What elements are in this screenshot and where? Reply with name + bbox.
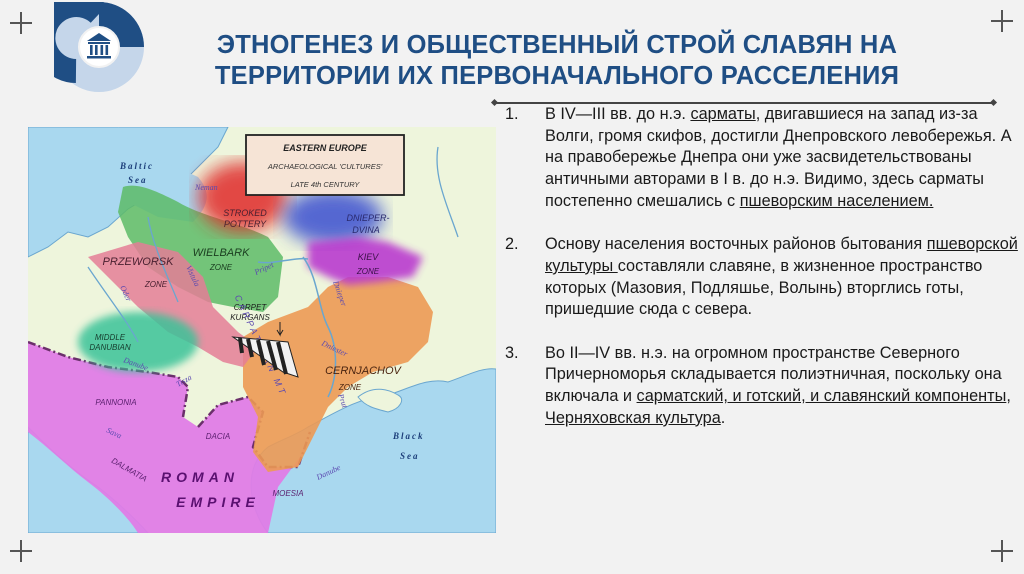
svg-text:ZONE: ZONE — [356, 267, 380, 276]
svg-text:STROKED: STROKED — [223, 208, 267, 218]
divider — [494, 102, 994, 104]
page-title: ЭТНОГЕНЕЗ И ОБЩЕСТВЕННЫЙ СТРОЙ СЛАВЯН НА… — [172, 30, 942, 92]
svg-text:Sea: Sea — [400, 451, 420, 461]
link-components[interactable]: сарматский, и готский, и славянский комп… — [636, 387, 1007, 406]
link-sarmaty[interactable]: сарматы — [690, 105, 756, 123]
wielbark-label: WIELBARK — [193, 247, 251, 259]
legend-title: EASTERN EUROPE — [283, 143, 368, 153]
title-line-2: ТЕРРИТОРИИ ИХ ПЕРВОНАЧАЛЬНОГО РАССЕЛЕНИЯ — [214, 62, 900, 90]
svg-text:POTTERY: POTTERY — [224, 219, 267, 229]
svg-text:ZONE: ZONE — [338, 383, 362, 392]
svg-text:Sea: Sea — [128, 175, 148, 185]
cernjachov-label: CERNJACHOV — [325, 365, 402, 377]
svg-text:ZONE: ZONE — [209, 263, 233, 272]
svg-text:DACIA: DACIA — [206, 432, 230, 441]
przeworsk-label: PRZEWORSK — [103, 256, 175, 268]
black-sea-label: Black — [392, 431, 425, 441]
link-pshevorsk-population[interactable]: пшеворским населением. — [739, 191, 934, 210]
svg-text:DANUBIAN: DANUBIAN — [89, 343, 131, 352]
svg-text:PANNONIA: PANNONIA — [95, 398, 136, 407]
svg-text:DVINA: DVINA — [352, 225, 380, 235]
svg-text:Neman: Neman — [194, 183, 218, 192]
link-chernyakhov-culture[interactable]: Черняховская культура — [545, 408, 721, 427]
svg-text:ZONE: ZONE — [144, 280, 168, 289]
svg-text:CARPET: CARPET — [234, 303, 268, 312]
roman-label: ROMAN — [161, 469, 239, 485]
carpet-kurgans-hatch — [231, 322, 299, 378]
svg-text:MIDDLE: MIDDLE — [95, 333, 126, 342]
svg-text:DNIEPER-: DNIEPER- — [346, 213, 389, 223]
text-list: 1. В IV—III вв. до н.э. сарматы, двигавш… — [505, 104, 1020, 451]
baltic-sea-label: Baltic — [119, 161, 154, 171]
title-line-1: ЭТНОГЕНЕЗ И ОБЩЕСТВЕННЫЙ СТРОЙ СЛАВЯН НА — [216, 31, 898, 59]
list-item: 2. Основу населения восточных районов бы… — [505, 235, 1018, 319]
logo — [54, 2, 144, 92]
svg-text:MOESIA: MOESIA — [272, 489, 303, 498]
historical-map: EASTERN EUROPE ARCHAEOLOGICAL 'CULTURES'… — [28, 127, 496, 533]
list-item: 1. В IV—III вв. до н.э. сарматы, двигавш… — [505, 105, 1012, 210]
corner-plus-icon — [10, 12, 32, 34]
list-item: 3. Во II—IV вв. н.э. на огромном простра… — [505, 343, 1011, 427]
svg-text:KURGANS: KURGANS — [230, 313, 270, 322]
corner-plus-icon — [991, 10, 1013, 32]
legend-date: LATE 4th CENTURY — [291, 180, 361, 189]
svg-text:KIEV: KIEV — [358, 252, 380, 262]
empire-label: EMPIRE — [176, 494, 260, 510]
link-pshevorsk-culture[interactable]: пшеворской культуры — [545, 235, 1018, 275]
legend-subtitle: ARCHAEOLOGICAL 'CULTURES' — [267, 162, 383, 171]
institution-building-icon — [87, 33, 111, 59]
corner-plus-icon — [10, 540, 32, 562]
corner-plus-icon — [991, 540, 1013, 562]
